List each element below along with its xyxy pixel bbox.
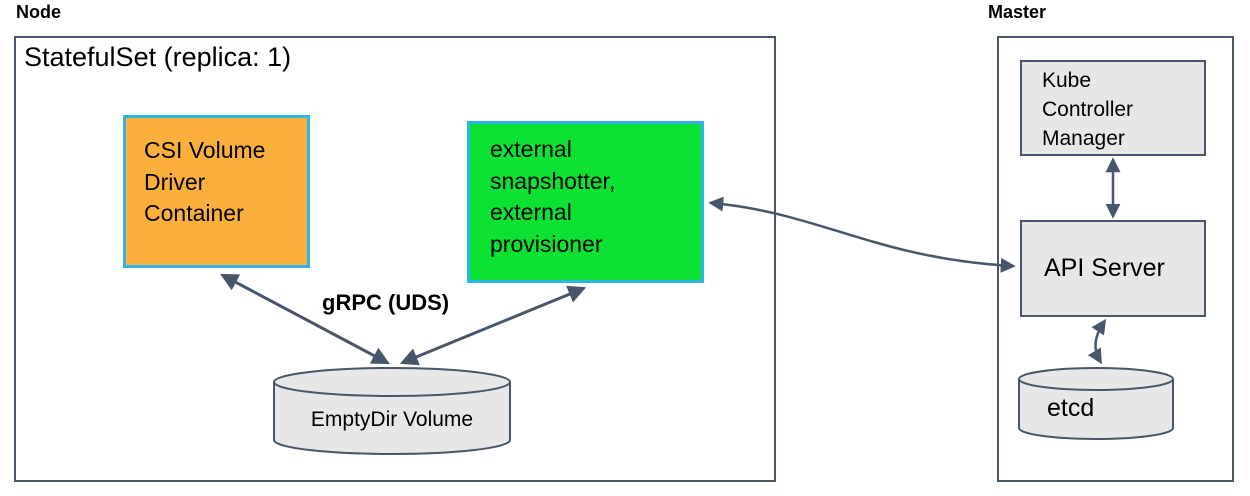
etcd-cylinder-top: [1018, 367, 1174, 391]
etcd-cylinder: [1018, 367, 1174, 440]
external-sidecars-label: external snapshotter, external provision…: [490, 136, 616, 258]
emptydir-volume-label: EmptyDir Volume: [310, 408, 474, 431]
emptydir-volume-cylinder: [273, 367, 511, 455]
etcd-label: etcd: [1047, 394, 1095, 422]
external-sidecars-box: external snapshotter, external provision…: [467, 121, 704, 283]
csi-volume-driver-container-box: CSI Volume Driver Container: [123, 115, 310, 268]
statefulset-title: StatefulSet (replica: 1): [24, 42, 292, 72]
emptydir-cylinder-top: [273, 367, 511, 397]
node-region-label: Node: [16, 2, 61, 22]
emptydir-cylinder-body: [273, 382, 511, 455]
kube-controller-manager-box: Kube Controller Manager: [1020, 60, 1206, 156]
etcd-cylinder-body: [1018, 379, 1174, 440]
grpc-uds-label: gRPC (UDS): [322, 290, 450, 315]
csi-volume-driver-container-label: CSI Volume Driver Container: [144, 137, 266, 227]
api-server-box: API Server: [1020, 220, 1206, 317]
kube-controller-manager-label: Kube Controller Manager: [1042, 69, 1134, 150]
master-region-label: Master: [988, 2, 1047, 22]
api-server-label: API Server: [1044, 254, 1165, 282]
